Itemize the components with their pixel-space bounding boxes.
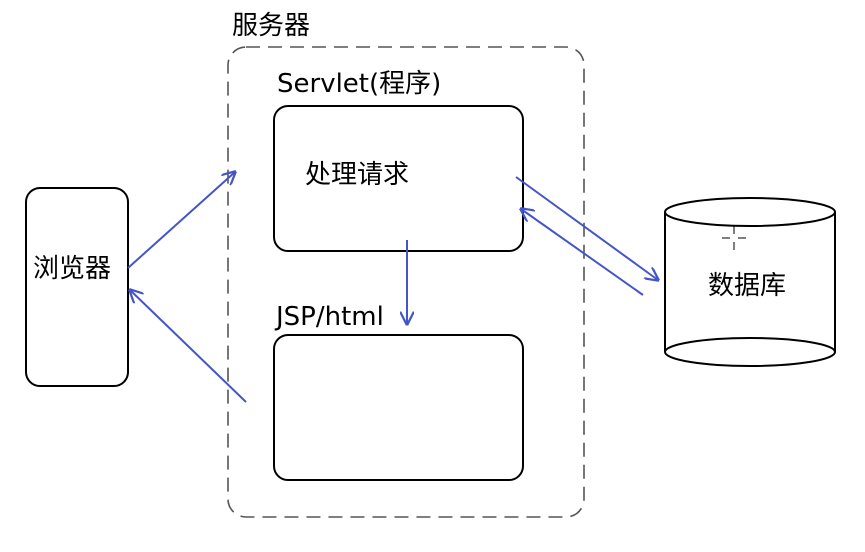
crosshair-cursor-icon [722,226,746,250]
servlet-box-text: 处理请求 [305,160,409,190]
jsp-label: JSP/html [274,302,384,332]
database-cylinder [664,197,836,367]
jsp-box [273,334,524,481]
database-label: 数据库 [708,271,786,301]
browser-label: 浏览器 [33,254,111,284]
arrow-browser-to-servlet [127,172,235,269]
servlet-box [273,105,524,252]
arrow-database-to-servlet [521,209,644,296]
browser-box [25,187,129,387]
server-container [227,46,585,518]
servlet-label: Servlet(程序) [277,69,441,99]
server-label: 服务器 [232,11,310,41]
arrow-jsp-to-browser [130,290,247,403]
arrow-servlet-to-database [515,176,658,280]
